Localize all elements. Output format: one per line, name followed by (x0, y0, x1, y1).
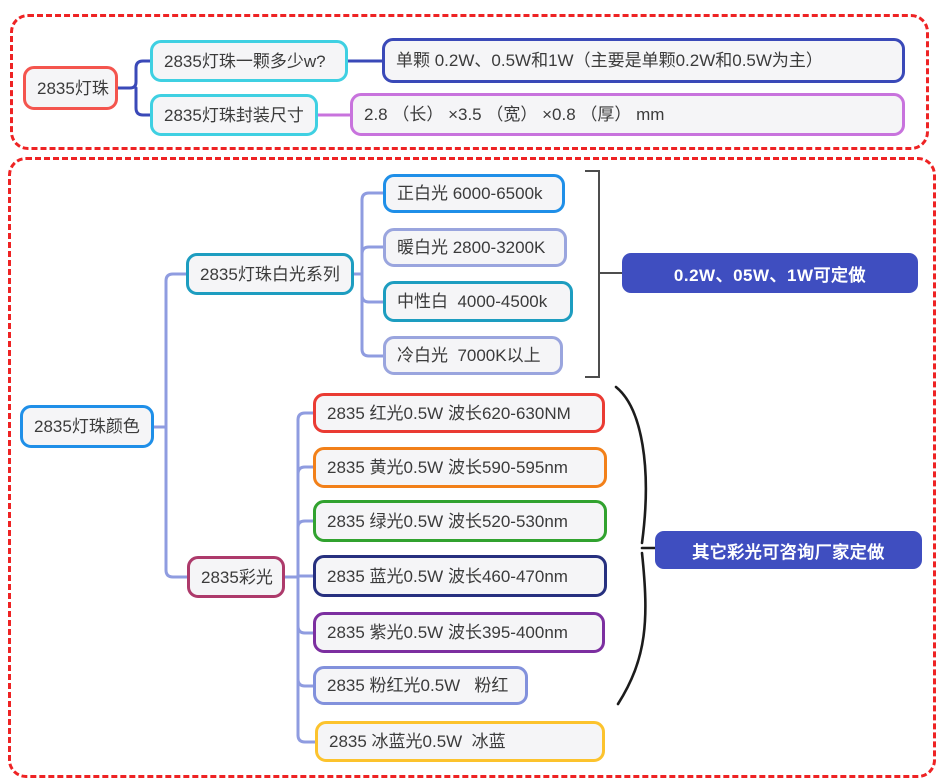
badge-color-note[interactable]: 其它彩光可咨询厂家定做 (655, 531, 922, 569)
node-color-item-yellow[interactable]: 2835 黄光0.5W 波长590-595nm (313, 447, 607, 488)
node-color-item-yellow-label: 2835 黄光0.5W 波长590-595nm (327, 458, 568, 477)
node-package-size-question[interactable]: 2835灯珠封装尺寸 (150, 94, 318, 136)
node-color-item-blue[interactable]: 2835 蓝光0.5W 波长460-470nm (313, 555, 607, 597)
node-color-item-purple[interactable]: 2835 紫光0.5W 波长395-400nm (313, 612, 605, 653)
node-white-item-cool-label: 冷白光 7000K以上 (397, 346, 541, 365)
node-color-series-label: 2835彩光 (201, 567, 273, 587)
node-package-size-answer-label: 2.8 （长） ×3.5 （宽） ×0.8 （厚） mm (364, 105, 665, 124)
colors-section-frame (8, 157, 936, 778)
node-white-item-cool[interactable]: 冷白光 7000K以上 (383, 336, 563, 375)
badge-color-note-label: 其它彩光可咨询厂家定做 (692, 542, 885, 562)
node-white-item-pure[interactable]: 正白光 6000-6500k (383, 174, 565, 213)
badge-white-note-label: 0.2W、05W、1W可定做 (673, 265, 867, 285)
node-package-size-question-label: 2835灯珠封装尺寸 (164, 105, 304, 125)
node-package-size-answer[interactable]: 2.8 （长） ×3.5 （宽） ×0.8 （厚） mm (350, 93, 905, 136)
node-white-item-warm[interactable]: 暖白光 2800-3200K (383, 228, 567, 267)
node-color-item-red[interactable]: 2835 红光0.5W 波长620-630NM (313, 393, 605, 433)
node-color-item-iceblue-label: 2835 冰蓝光0.5W 冰蓝 (329, 732, 506, 751)
node-color-item-blue-label: 2835 蓝光0.5W 波长460-470nm (327, 566, 568, 586)
node-wattage-question-label: 2835灯珠一颗多少w? (164, 51, 326, 71)
node-color-item-green-label: 2835 绿光0.5W 波长520-530nm (327, 511, 568, 531)
node-white-series-label: 2835灯珠白光系列 (200, 264, 340, 284)
node-color-item-green[interactable]: 2835 绿光0.5W 波长520-530nm (313, 500, 607, 542)
node-color-item-pink-label: 2835 粉红光0.5W 粉红 (327, 676, 509, 695)
node-wattage-question[interactable]: 2835灯珠一颗多少w? (150, 40, 348, 82)
node-root-specs-label: 2835灯珠 (37, 78, 109, 98)
node-root-specs[interactable]: 2835灯珠 (23, 66, 118, 110)
node-color-item-red-label: 2835 红光0.5W 波长620-630NM (327, 403, 571, 423)
specs-section-frame (10, 14, 929, 150)
node-root-color[interactable]: 2835灯珠颜色 (20, 405, 154, 448)
node-color-item-iceblue[interactable]: 2835 冰蓝光0.5W 冰蓝 (315, 721, 605, 762)
node-wattage-answer-label: 单颗 0.2W、0.5W和1W（主要是单颗0.2W和0.5W为主） (396, 51, 823, 70)
node-white-item-warm-label: 暖白光 2800-3200K (397, 238, 546, 257)
badge-white-note[interactable]: 0.2W、05W、1W可定做 (622, 253, 918, 293)
node-root-color-label: 2835灯珠颜色 (34, 417, 140, 436)
node-color-item-purple-label: 2835 紫光0.5W 波长395-400nm (327, 623, 568, 642)
node-wattage-answer[interactable]: 单颗 0.2W、0.5W和1W（主要是单颗0.2W和0.5W为主） (382, 38, 905, 83)
node-white-series[interactable]: 2835灯珠白光系列 (186, 253, 354, 295)
node-white-item-neutral[interactable]: 中性白 4000-4500k (383, 281, 573, 322)
node-white-item-pure-label: 正白光 6000-6500k (397, 184, 543, 203)
node-color-series[interactable]: 2835彩光 (187, 556, 285, 598)
node-white-item-neutral-label: 中性白 4000-4500k (397, 292, 548, 311)
node-color-item-pink[interactable]: 2835 粉红光0.5W 粉红 (313, 666, 528, 705)
